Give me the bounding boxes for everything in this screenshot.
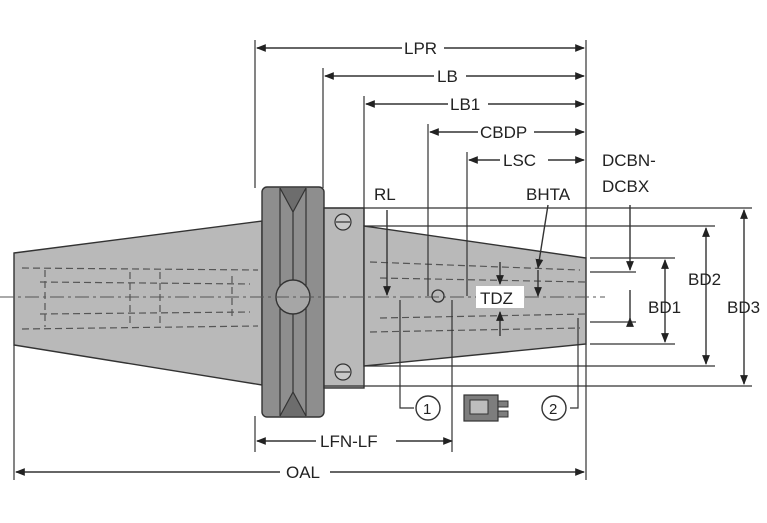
inner-bore-hidden-lines — [21, 261, 586, 333]
label-lb: LB — [437, 67, 458, 86]
label-tdz: TDZ — [480, 289, 513, 308]
dimension-labels: LPR LB LB1 CBDP LSC DCBN- DCBX RL BHTA T… — [286, 39, 760, 482]
set-screw-bottom — [334, 363, 352, 381]
insert-icon — [463, 394, 509, 422]
label-bd2: BD2 — [688, 270, 721, 289]
label-rl: RL — [374, 185, 396, 204]
shoulder — [323, 207, 365, 389]
label-oal: OAL — [286, 463, 320, 482]
label-lb1: LB1 — [450, 95, 480, 114]
label-bd3: BD3 — [727, 298, 760, 317]
callout-2-number: 2 — [549, 401, 557, 418]
label-lsc: LSC — [503, 151, 536, 170]
callout-1-number: 1 — [423, 401, 431, 418]
holder-body — [0, 186, 605, 418]
nose-taper — [363, 225, 587, 367]
callout-2: 2 — [541, 395, 567, 421]
label-bd1: BD1 — [648, 298, 681, 317]
taper-shank — [13, 220, 263, 386]
label-lfn-lf: LFN-LF — [320, 432, 378, 451]
dim-bhta-line — [535, 204, 549, 269]
bore-screw-symbol — [431, 289, 445, 303]
callout-1: 1 — [415, 395, 441, 421]
extension-lines — [13, 40, 752, 480]
label-dcbn-dcbx-line1: DCBN- — [602, 151, 656, 170]
label-dcbn-dcbx-line2: DCBX — [602, 177, 649, 196]
label-bhta: BHTA — [526, 185, 571, 204]
set-screw-top — [334, 213, 352, 231]
label-lpr: LPR — [404, 39, 437, 58]
label-cbdp: CBDP — [480, 123, 527, 142]
